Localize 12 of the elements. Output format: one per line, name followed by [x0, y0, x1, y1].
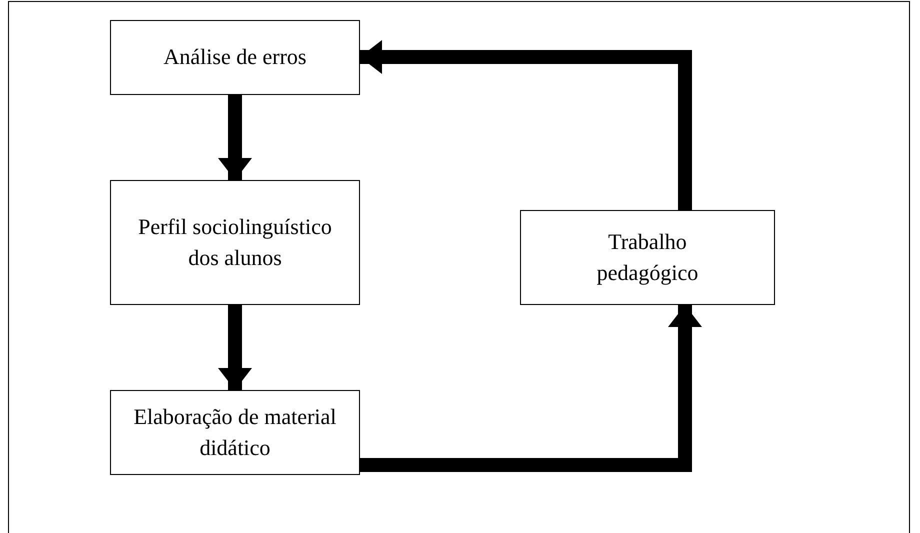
arrow: [218, 95, 252, 180]
arrow: [218, 305, 252, 390]
box-label: Trabalho pedagógico: [596, 228, 700, 287]
box-label: Elaboração de material didático: [132, 402, 338, 462]
process-box: [110, 180, 360, 305]
arrow: [360, 305, 702, 472]
process-box: [110, 390, 360, 475]
process-box: [520, 210, 775, 305]
box-label: Análise de erros: [164, 43, 306, 72]
process-box: [110, 20, 360, 95]
box-label: Perfil sociolinguístico dos alunos: [137, 212, 333, 272]
arrow: [360, 40, 692, 210]
